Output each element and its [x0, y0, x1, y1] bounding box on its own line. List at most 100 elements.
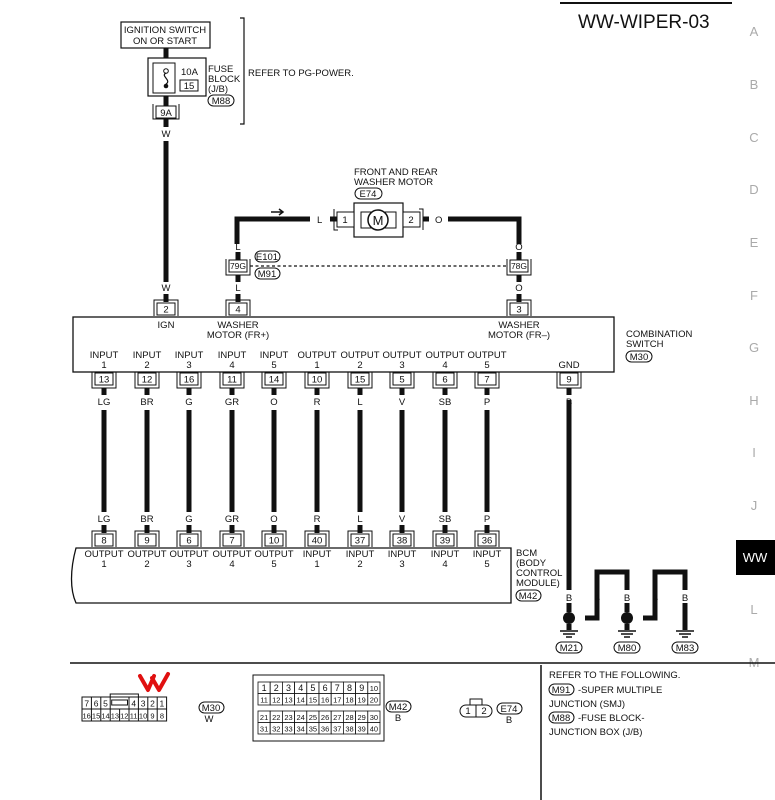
m42-cell: 25 — [309, 713, 317, 722]
bcm-pin-7: 7 — [219, 530, 245, 547]
combination-switch-connector: M30 — [630, 352, 648, 363]
comb-pin-label: INPUT — [218, 350, 247, 361]
side-index-d[interactable]: D — [749, 182, 758, 197]
ground-point-m21 — [555, 641, 583, 654]
bcm-pin-label: INPUT — [388, 549, 417, 560]
pin-number: 7 — [229, 536, 234, 547]
pin-number: 9 — [566, 375, 571, 386]
m42-cell: 20 — [370, 696, 378, 705]
washer-motor-label-2: WASHER MOTOR — [354, 177, 433, 188]
ground-wire-5: B — [682, 593, 688, 604]
comb-top-label: WASHER — [498, 320, 539, 331]
pin-number: 38 — [397, 536, 408, 547]
m42-cell: 37 — [333, 725, 341, 734]
comb-pin-index: 5 — [484, 360, 489, 371]
m30-cell: 12 — [120, 712, 128, 721]
m42-cell: 4 — [298, 683, 303, 693]
m42-cell: 36 — [321, 725, 329, 734]
side-index-e[interactable]: E — [750, 235, 759, 250]
e74-view-id: E74 — [501, 704, 518, 715]
bcm-name-3: CONTROL — [516, 568, 562, 579]
fuse-block: 10A 15 9A — [147, 57, 207, 120]
pin-number: 12 — [142, 375, 153, 386]
motor-pin-2: 2 — [408, 215, 413, 226]
bcm-wire-color: O — [270, 514, 277, 525]
side-index-b[interactable]: B — [750, 77, 759, 92]
m42-cell: 9 — [359, 683, 364, 693]
junction-wire-l-bottom: L — [235, 283, 240, 294]
m42-cell: 14 — [297, 696, 305, 705]
svg-text:2: 2 — [481, 706, 486, 717]
comb-bottom-pin-9: 9 — [556, 372, 582, 389]
side-index-g[interactable]: G — [749, 340, 759, 355]
side-index-l[interactable]: L — [750, 602, 757, 617]
comb-pin-label: GND — [558, 360, 579, 371]
m42-cell: 21 — [260, 713, 268, 722]
m42-cell: 13 — [284, 696, 292, 705]
m30-view-id: M30 — [202, 703, 220, 714]
ground-icon — [676, 630, 694, 638]
m42-cell: 35 — [309, 725, 317, 734]
side-index-c[interactable]: C — [749, 130, 758, 145]
m42-cell: 7 — [335, 683, 340, 693]
m30-cell: 9 — [150, 712, 154, 721]
comb-bottom-pin-15: 15 — [347, 372, 373, 389]
m30-cell: 4 — [131, 699, 136, 709]
fuse-terminal: 9A — [160, 108, 172, 119]
fuse-block-label-1: FUSE — [208, 64, 233, 75]
fuse-block-connector: M88 — [212, 96, 230, 107]
comb-bottom-pin-10: 10 — [304, 372, 330, 389]
side-index-j[interactable]: J — [751, 498, 758, 513]
m42-cell: 22 — [272, 713, 280, 722]
m42-cell: 39 — [358, 725, 366, 734]
comb-pin-index: 4 — [229, 360, 234, 371]
side-index-h[interactable]: H — [749, 393, 758, 408]
side-index-active-tab[interactable] — [736, 540, 775, 575]
m42-cell: 18 — [345, 696, 353, 705]
wire-color-r: R — [314, 397, 321, 408]
junction-78g: 78G — [506, 259, 532, 276]
refer-bracket — [240, 17, 245, 125]
ground-wire-3: B — [624, 593, 630, 604]
comb-top-label: WASHER — [217, 320, 258, 331]
pin-number: 7 — [484, 375, 489, 386]
m42-view-color: B — [395, 713, 401, 724]
bcm-pin-index: 3 — [186, 559, 191, 570]
motor-wire-left: L — [317, 215, 322, 226]
m42-cell: 34 — [297, 725, 305, 734]
m30-cell: 13 — [111, 712, 119, 721]
pin-number: 6 — [442, 375, 447, 386]
svg-text:78G: 78G — [511, 261, 527, 271]
ground-wire-1: B — [566, 593, 572, 604]
m42-cell: 12 — [272, 696, 280, 705]
junction-wire-o-top: O — [515, 242, 522, 253]
red-check-annotation — [138, 672, 170, 692]
pin-number: 13 — [99, 375, 110, 386]
comb-top-pin-2: 2 — [153, 299, 179, 316]
comb-top-pin-3: 3 — [506, 299, 532, 316]
wire-color-l: L — [357, 397, 362, 408]
refer-item-1-text1: -SUPER MULTIPLE — [578, 685, 662, 696]
m42-cell: 16 — [321, 696, 329, 705]
comb-bottom-pin-11: 11 — [219, 372, 245, 389]
bcm-wire-color: L — [357, 514, 362, 525]
bcm-pin-label: INPUT — [431, 549, 460, 560]
side-index-f[interactable]: F — [750, 288, 758, 303]
bcm-pin-label: INPUT — [473, 549, 502, 560]
washer-motor: M 1 2 — [333, 202, 424, 238]
side-index-i[interactable]: I — [752, 445, 756, 460]
wire-o-motor — [448, 216, 522, 244]
ground-point-m83 — [671, 641, 699, 654]
bcm-pin-label: OUTPUT — [169, 549, 208, 560]
comb-pin-index: 3 — [186, 360, 191, 371]
pin-number: 40 — [312, 536, 323, 547]
wire-color-o: O — [270, 397, 277, 408]
side-index-ww[interactable]: WW — [743, 550, 768, 565]
combination-switch — [72, 316, 615, 373]
m42-view-id: M42 — [389, 702, 407, 713]
m42-cell: 1 — [262, 683, 267, 693]
refer-item-1-id: M91 — [552, 685, 570, 696]
bcm-pin-index: 5 — [484, 559, 489, 570]
side-index-a[interactable]: A — [750, 24, 759, 39]
